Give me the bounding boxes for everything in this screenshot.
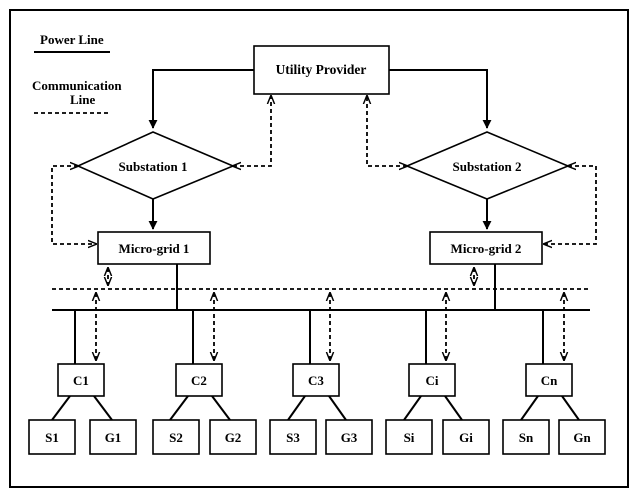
microgrid-2-label: Micro-grid 2 <box>451 241 522 256</box>
power-bus <box>52 264 590 364</box>
legend-communication-line-label: Communication <box>32 78 122 93</box>
substation-1-label: Substation 1 <box>119 159 188 174</box>
substation-2-node: Substation 2 <box>404 131 571 200</box>
node-s2-box <box>152 419 200 455</box>
node-g1-label: G1 <box>105 430 122 445</box>
node-s2-label: S2 <box>169 430 183 445</box>
comm-line-substation-1-to-microgrid-1 <box>51 166 96 244</box>
cluster-1: C1 S1 G1 <box>28 363 137 455</box>
power-line-c3-to-g3 <box>328 395 347 421</box>
node-si-label: Si <box>404 430 415 445</box>
node-gn-box <box>558 419 606 455</box>
cluster-2: C2 S2 G2 <box>152 363 257 455</box>
power-line-utility-to-substation-1 <box>148 69 254 129</box>
node-s3-box <box>269 419 317 455</box>
power-line-utility-to-substation-2 <box>389 69 492 129</box>
node-s3-label: S3 <box>286 430 300 445</box>
node-gi-label: Gi <box>459 430 473 445</box>
legend-power-line-label: Power Line <box>40 32 104 47</box>
node-gn-label: Gn <box>573 430 591 445</box>
power-line-cn-to-sn <box>520 395 539 421</box>
power-line-ci-to-si <box>403 395 422 421</box>
substation-2-label: Substation 2 <box>453 159 522 174</box>
microgrid-2-node: Micro-grid 2 <box>429 231 543 265</box>
power-line-ci-to-gi <box>444 395 463 421</box>
node-s1-box <box>28 419 76 455</box>
node-gi-box <box>442 419 490 455</box>
comm-line-substation-2-to-microgrid-2 <box>544 166 597 244</box>
power-line-c3-to-s3 <box>287 395 306 421</box>
cluster-3: C3 S3 G3 <box>269 363 373 455</box>
controller-cn-box <box>525 363 573 397</box>
power-line-c1-to-s1 <box>51 395 71 421</box>
controller-ci-label: Ci <box>426 373 439 388</box>
controller-c2-label: C2 <box>191 373 207 388</box>
communication-lines-top <box>51 96 597 244</box>
node-sn-box <box>502 419 550 455</box>
power-line-c2-to-g2 <box>211 395 231 421</box>
microgrid-1-label: Micro-grid 1 <box>119 241 190 256</box>
utility-provider-label: Utility Provider <box>276 62 367 77</box>
node-g2-box <box>209 419 257 455</box>
node-g2-label: G2 <box>225 430 242 445</box>
power-line-cn-to-gn <box>561 395 580 421</box>
cluster-i: Ci Si Gi <box>385 363 490 455</box>
node-g3-box <box>325 419 373 455</box>
node-si-box <box>385 419 433 455</box>
communication-bus <box>52 268 590 360</box>
comm-line-substation-2-to-utility <box>367 96 407 166</box>
substation-1-node: Substation 1 <box>76 131 236 200</box>
controller-ci-box <box>408 363 456 397</box>
power-line-c2-to-s2 <box>169 395 189 421</box>
controller-c1-box <box>57 363 105 397</box>
legend-communication-line-label-2: Line <box>70 92 96 107</box>
node-sn-label: Sn <box>519 430 534 445</box>
power-line-c1-to-g1 <box>93 395 113 421</box>
diagram-frame <box>9 9 629 488</box>
utility-provider-node: Utility Provider <box>253 45 390 95</box>
controller-c2-box <box>175 363 223 397</box>
controller-c3-label: C3 <box>308 373 324 388</box>
comm-line-substation-1-to-utility <box>233 96 271 166</box>
microgrid-1-node: Micro-grid 1 <box>97 231 211 265</box>
node-g3-label: G3 <box>341 430 358 445</box>
controller-c1-label: C1 <box>73 373 89 388</box>
controller-cn-label: Cn <box>541 373 558 388</box>
node-s1-label: S1 <box>45 430 59 445</box>
cluster-n: Cn Sn Gn <box>502 363 606 455</box>
node-g1-box <box>89 419 137 455</box>
legend: Power Line Communication Line <box>32 32 122 114</box>
controller-c3-box <box>292 363 340 397</box>
power-lines-top <box>148 69 492 230</box>
